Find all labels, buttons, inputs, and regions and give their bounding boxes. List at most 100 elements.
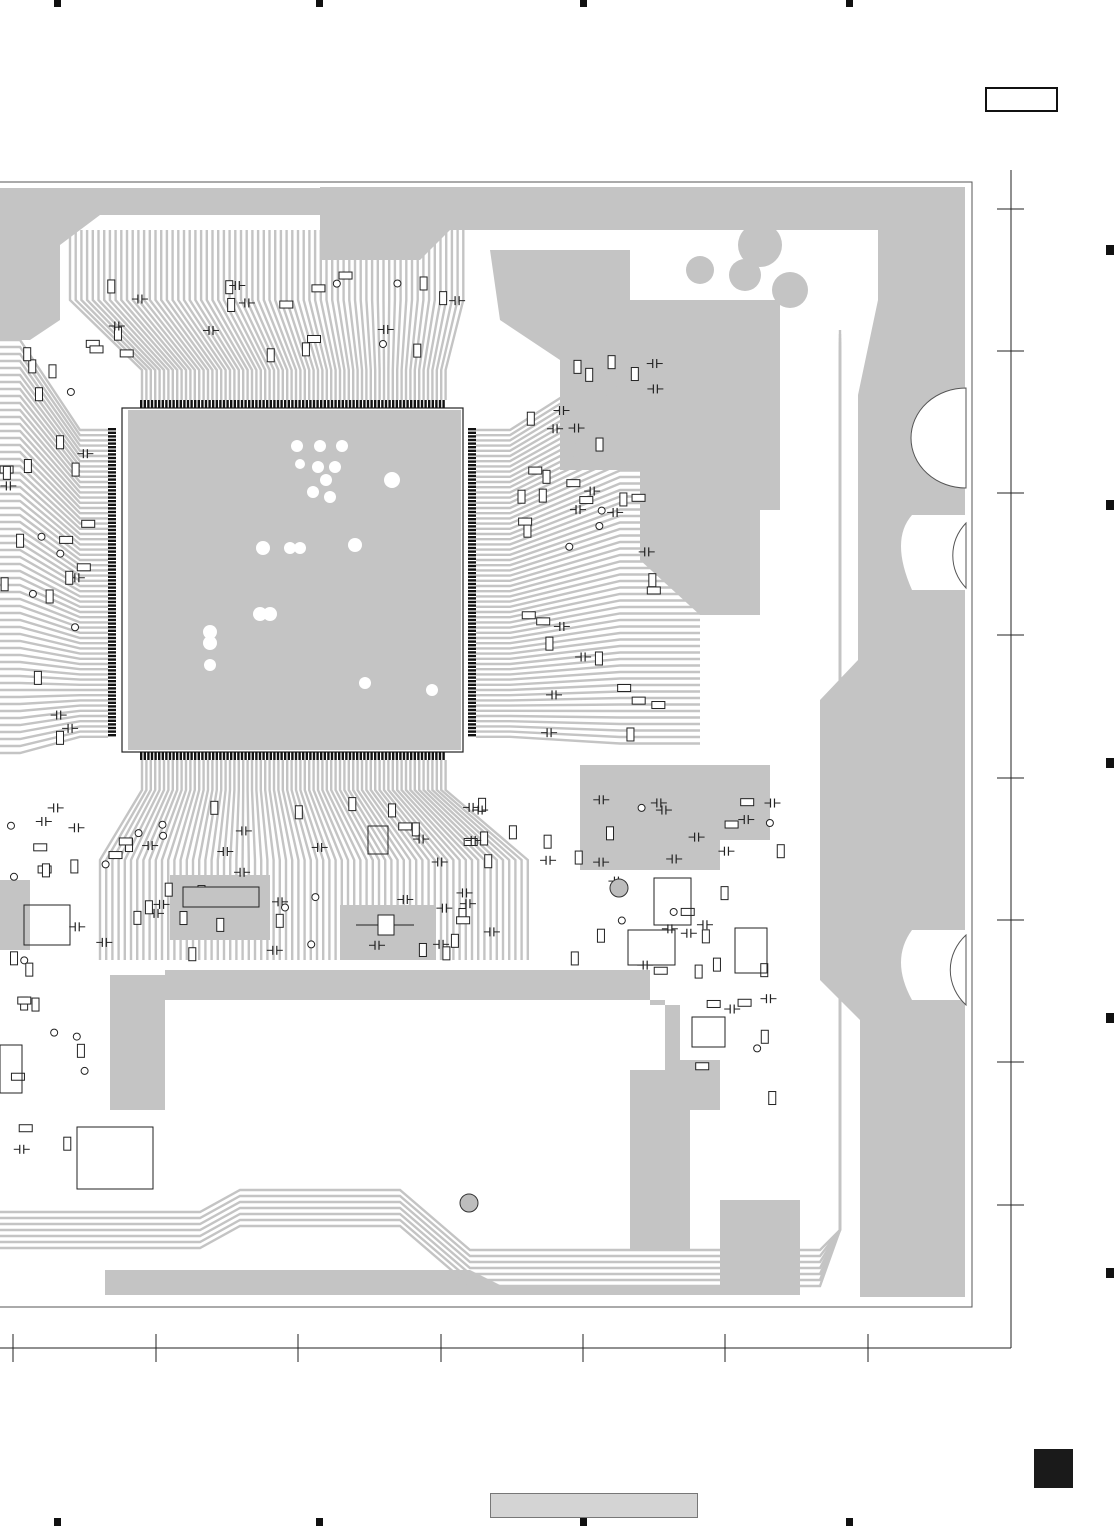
ic-pin: [205, 752, 207, 760]
ic-pin: [302, 400, 304, 408]
ic-pin: [108, 651, 116, 653]
resistor: [485, 855, 492, 868]
resistor: [595, 652, 602, 665]
ic-pin: [208, 400, 210, 408]
ic-pin: [468, 680, 476, 682]
ic-pin: [414, 400, 416, 408]
resistor: [652, 702, 665, 709]
via-pad: [10, 873, 17, 880]
ic-pin: [108, 507, 116, 509]
ic-pin: [468, 468, 476, 470]
ic-pin: [367, 752, 369, 760]
ic-pin: [468, 525, 476, 527]
resistor: [451, 934, 458, 947]
resistor: [226, 281, 233, 294]
via-pad: [618, 917, 625, 924]
ic-pin: [468, 702, 476, 704]
ic-pin: [108, 522, 116, 524]
ic-pin: [108, 680, 116, 682]
ic-pin: [468, 586, 476, 588]
ic-pin: [108, 450, 116, 452]
ic-pin: [180, 400, 182, 408]
ic-pin: [241, 752, 243, 760]
ic-pin: [108, 554, 116, 556]
resistor: [627, 728, 634, 741]
ic-pin: [468, 691, 476, 693]
ic-pin: [201, 752, 203, 760]
resistor: [537, 618, 550, 625]
ic-pin: [144, 752, 146, 760]
resistor: [189, 948, 196, 961]
ic-pin: [108, 576, 116, 578]
main-ic: [108, 400, 476, 760]
ic-pin: [273, 400, 275, 408]
ic-pin: [198, 752, 200, 760]
ic-pin: [468, 640, 476, 642]
resistor: [580, 497, 593, 504]
ic-pin: [334, 400, 336, 408]
ic-pin: [108, 547, 116, 549]
ic-pin: [360, 752, 362, 760]
resistor: [707, 1000, 720, 1007]
resistor: [77, 1044, 84, 1057]
ic-pin: [234, 400, 236, 408]
ic-pins-left: [108, 428, 116, 736]
ic-pin: [194, 400, 196, 408]
ic-pin: [277, 752, 279, 760]
ic-pin: [244, 400, 246, 408]
ic-pin: [302, 752, 304, 760]
ic-pin: [363, 752, 365, 760]
ic-pin: [468, 475, 476, 477]
ic-pin: [468, 504, 476, 506]
ic-pin: [205, 400, 207, 408]
ic-pin: [468, 626, 476, 628]
resistor: [1, 578, 8, 591]
ic-pin: [154, 400, 156, 408]
via-pad: [51, 1029, 58, 1036]
ic-pin: [259, 400, 261, 408]
via-pad: [638, 804, 645, 811]
ic-pin: [349, 400, 351, 408]
ic-pin: [252, 400, 254, 408]
ic-pin: [108, 493, 116, 495]
ic-pin: [140, 752, 142, 760]
resistor: [77, 564, 90, 571]
ic-pin: [468, 432, 476, 434]
resistor: [524, 524, 531, 537]
ic-pin: [183, 400, 185, 408]
ic-pin: [468, 734, 476, 736]
ic-pin: [468, 439, 476, 441]
ic-pin: [324, 752, 326, 760]
ic-pin: [468, 705, 476, 707]
ic-pin: [108, 514, 116, 516]
ic-pin: [255, 400, 257, 408]
resistor: [586, 368, 593, 381]
ic-pin: [108, 590, 116, 592]
ic-pin: [468, 698, 476, 700]
ic-pin: [356, 752, 358, 760]
ic-pin: [169, 752, 171, 760]
ic-pin: [468, 669, 476, 671]
ic-pin: [468, 550, 476, 552]
resistor: [71, 860, 78, 873]
ic-pin: [295, 752, 297, 760]
ic-pin: [468, 554, 476, 556]
resistor: [11, 1073, 24, 1080]
resistor: [60, 536, 73, 543]
resistor: [695, 965, 702, 978]
capacitor: [540, 856, 556, 865]
resistor: [82, 520, 95, 527]
ic-pin: [288, 400, 290, 408]
ic-pin: [468, 561, 476, 563]
ic-pin: [198, 400, 200, 408]
resistor: [24, 348, 31, 361]
ic-pin: [108, 478, 116, 480]
resistor: [529, 467, 542, 474]
ic-pin: [399, 400, 401, 408]
resistor: [119, 838, 132, 845]
ic-pin: [108, 468, 116, 470]
ic-pin: [442, 400, 444, 408]
resistor: [64, 1137, 71, 1150]
resistor: [527, 412, 534, 425]
resistor: [120, 350, 133, 357]
